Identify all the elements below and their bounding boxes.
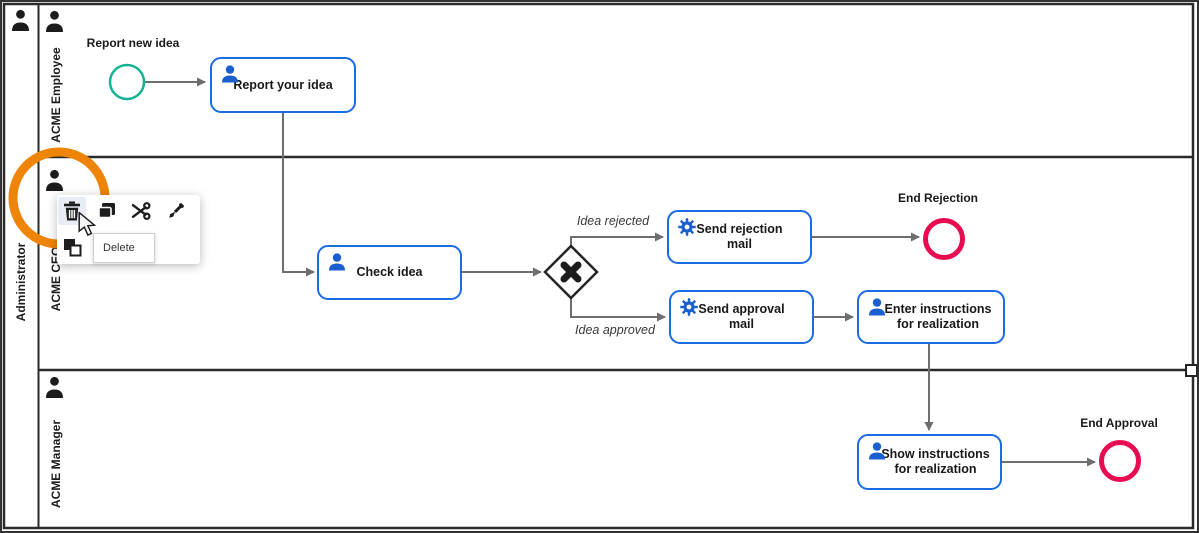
trash-icon xyxy=(64,201,80,221)
cut-button[interactable] xyxy=(127,197,155,225)
service-task-gear-icon xyxy=(678,218,696,236)
user-task-icon xyxy=(329,253,345,271)
flow-label-idea-approved: Idea approved xyxy=(575,323,655,337)
copy-icon xyxy=(98,203,115,219)
task-report-your-idea[interactable]: Report your idea xyxy=(210,57,356,113)
flow-report-to-check[interactable] xyxy=(282,113,315,277)
eyedropper-icon xyxy=(169,203,184,218)
flow-gateway-rejected[interactable] xyxy=(570,232,664,246)
flow-label-idea-rejected: Idea rejected xyxy=(576,214,650,228)
exclusive-gateway[interactable] xyxy=(543,244,599,300)
end-event-approval[interactable] xyxy=(1099,440,1141,482)
lane-resize-handle[interactable] xyxy=(1185,364,1197,377)
user-task-icon xyxy=(869,442,885,460)
task-show-instructions[interactable]: Show instructions for realization xyxy=(857,434,1002,490)
start-event[interactable] xyxy=(108,63,146,101)
lane-label-manager: ACME Manager xyxy=(49,420,63,509)
delete-tooltip: Delete xyxy=(93,233,155,263)
order-button[interactable] xyxy=(58,233,86,261)
lane-manager-person-icon xyxy=(46,376,63,398)
task-label: Check idea xyxy=(356,265,423,279)
start-event-label: Report new idea xyxy=(86,36,180,50)
overlap-squares-icon xyxy=(64,239,82,257)
task-label: Send approval mail xyxy=(698,302,785,331)
user-task-icon xyxy=(869,298,885,316)
copy-button[interactable] xyxy=(93,197,121,225)
task-label: Enter instructions for realization xyxy=(884,302,992,331)
color-picker-button[interactable] xyxy=(162,197,190,225)
scissors-icon xyxy=(131,202,151,220)
mouse-cursor xyxy=(78,212,96,236)
gateway-x-marker xyxy=(560,261,582,283)
lane-ceo-person-icon xyxy=(46,169,63,191)
task-check-idea[interactable]: Check idea xyxy=(317,245,462,300)
service-task-gear-icon xyxy=(680,298,698,316)
task-send-approval-mail[interactable]: Send approval mail xyxy=(669,290,814,344)
task-label: Show instructions for realization xyxy=(881,447,990,476)
task-label: Send rejection mail xyxy=(696,222,783,251)
task-label: Report your idea xyxy=(233,77,333,92)
user-task-icon xyxy=(222,65,238,83)
sequence-flows xyxy=(144,77,1096,467)
lane-employee-person-icon xyxy=(46,10,63,32)
task-enter-instructions[interactable]: Enter instructions for realization xyxy=(857,290,1005,344)
end-rejection-label: End Rejection xyxy=(897,191,978,205)
end-event-rejection[interactable] xyxy=(923,218,965,260)
flow-gateway-approved[interactable] xyxy=(570,298,666,322)
end-approval-label: End Approval xyxy=(1080,416,1158,430)
pool-person-icon xyxy=(12,9,29,31)
task-send-rejection-mail[interactable]: Send rejection mail xyxy=(667,210,812,264)
